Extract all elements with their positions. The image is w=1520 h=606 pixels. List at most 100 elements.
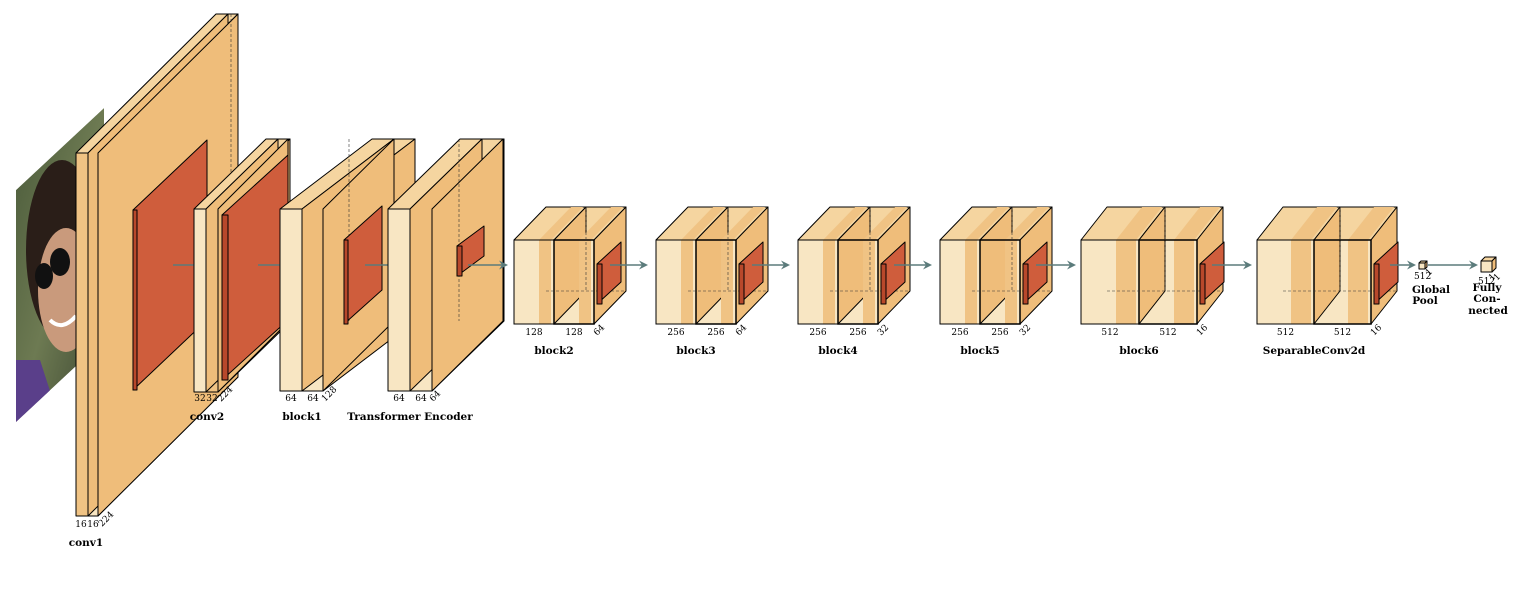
- block1-label: block1: [282, 411, 321, 423]
- block3-dim-2: 256: [707, 328, 724, 338]
- block5-dim-1: 256: [951, 328, 968, 338]
- sepconv-dim-2: 512: [1334, 328, 1351, 338]
- block4-top-band-2: [863, 207, 907, 240]
- block1-dim-2: 64: [307, 394, 319, 404]
- conv2-pool-edge: [221, 214, 229, 381]
- block6-top-band-2: [1174, 207, 1220, 240]
- conv1-slab-1: [75, 152, 89, 517]
- block6-top-band-1: [1116, 207, 1162, 240]
- block3-slab-2-outline: [695, 239, 737, 325]
- block2-dim-2: 128: [565, 328, 582, 338]
- sepconv-pool-edge: [1373, 263, 1380, 305]
- gpool-dim-1: 512: [1414, 272, 1431, 282]
- gpool-label-line-2: Pool: [1412, 295, 1438, 307]
- block2-top-band-2: [579, 207, 623, 240]
- conv2-dim-2: 32: [206, 394, 217, 404]
- box-front-face: [279, 208, 303, 392]
- transformer-dim-1: 64: [393, 394, 405, 404]
- box-front-face: [193, 208, 207, 393]
- arrow-block4-block5: [894, 260, 932, 270]
- sepconv-dim-3: 16: [1369, 323, 1384, 338]
- conv1-dim-1: 16: [75, 520, 87, 530]
- conv2-dim-1: 32: [194, 394, 205, 404]
- block3-dim-3: 64: [734, 323, 749, 338]
- photo-sunglasses-left: [50, 248, 70, 276]
- arrow-head: [1243, 260, 1252, 270]
- arrow-block3-block4: [752, 260, 790, 270]
- arrow-head: [781, 260, 790, 270]
- block4-dim-2: 256: [849, 328, 866, 338]
- block4-pool-edge: [880, 263, 887, 305]
- block3-pool-edge: [738, 263, 745, 305]
- arrow-head: [499, 260, 508, 270]
- block2-pool-edge: [596, 263, 603, 305]
- transformer-dim-2: 64: [415, 394, 427, 404]
- fc-label-line-2: Con-: [1473, 293, 1500, 305]
- sepconv-dim-1: 512: [1277, 328, 1294, 338]
- block5-top-band-2: [1005, 207, 1049, 240]
- block3-label: block3: [676, 345, 715, 357]
- block6-slab-2-outline: [1138, 239, 1198, 325]
- arrow-head: [639, 260, 648, 270]
- block6-dim-3: 16: [1195, 323, 1210, 338]
- block5-band-2: [1005, 240, 1017, 324]
- block3-band-1: [681, 240, 693, 324]
- arrow-head: [923, 260, 932, 270]
- block4-slab-2-outline: [837, 239, 879, 325]
- sepconv-band-1: [1291, 240, 1311, 324]
- block6-band-1: [1116, 240, 1136, 324]
- conv1-pool-edge: [132, 209, 138, 391]
- conv2-label: conv2: [190, 411, 224, 423]
- block4-top-band-1: [823, 207, 867, 240]
- block5-dim-2: 256: [991, 328, 1008, 338]
- block5-slab-2-outline: [979, 239, 1021, 325]
- block5-pool-edge: [1022, 263, 1029, 305]
- block4-band-1: [823, 240, 835, 324]
- block2-slab-2-outline: [553, 239, 595, 325]
- sepconv-top-band-1: [1291, 207, 1337, 240]
- block2-band-2: [579, 240, 591, 324]
- box-front-face: [1418, 262, 1426, 270]
- layer-block5: 256 256 32 block5: [939, 206, 1053, 357]
- sepconv-label: SeparableConv2d: [1263, 345, 1366, 357]
- block2-label: block2: [534, 345, 573, 357]
- block5-dim-3: 32: [1018, 323, 1033, 338]
- block1-pool-edge: [343, 239, 349, 325]
- transformer-label: Transformer Encoder: [347, 411, 473, 423]
- block5-label: block5: [960, 345, 999, 357]
- arrow-transformer-block2: [468, 260, 508, 270]
- conv1-label: conv1: [69, 537, 103, 549]
- arrow-block6-sepconv: [1212, 260, 1252, 270]
- block1-dim-1: 64: [285, 394, 297, 404]
- block4-dim-1: 256: [809, 328, 826, 338]
- block4-label: block4: [818, 345, 857, 357]
- gpool-dim-2: 1: [1424, 267, 1435, 278]
- arrow-sepconv-gpool: [1390, 260, 1416, 270]
- fc-dim-2: 1: [1487, 272, 1498, 283]
- arrow-head: [1067, 260, 1076, 270]
- block6-dim-2: 512: [1159, 328, 1176, 338]
- arrow-block2-block3: [610, 260, 648, 270]
- arrow-gpool-fc: [1428, 260, 1478, 270]
- block3-top-band-2: [721, 207, 765, 240]
- sepconv-top-band-2: [1348, 207, 1394, 240]
- block3-top-band-1: [681, 207, 725, 240]
- sepconv-slab-2-outline: [1313, 239, 1372, 325]
- block2-band-1: [539, 240, 551, 324]
- box-front-face: [1480, 260, 1493, 273]
- arrow-head: [1469, 260, 1478, 270]
- gpool-label-line-1: Global: [1412, 284, 1450, 296]
- block2-top-band-1: [539, 207, 583, 240]
- block6-pool-edge: [1199, 263, 1206, 305]
